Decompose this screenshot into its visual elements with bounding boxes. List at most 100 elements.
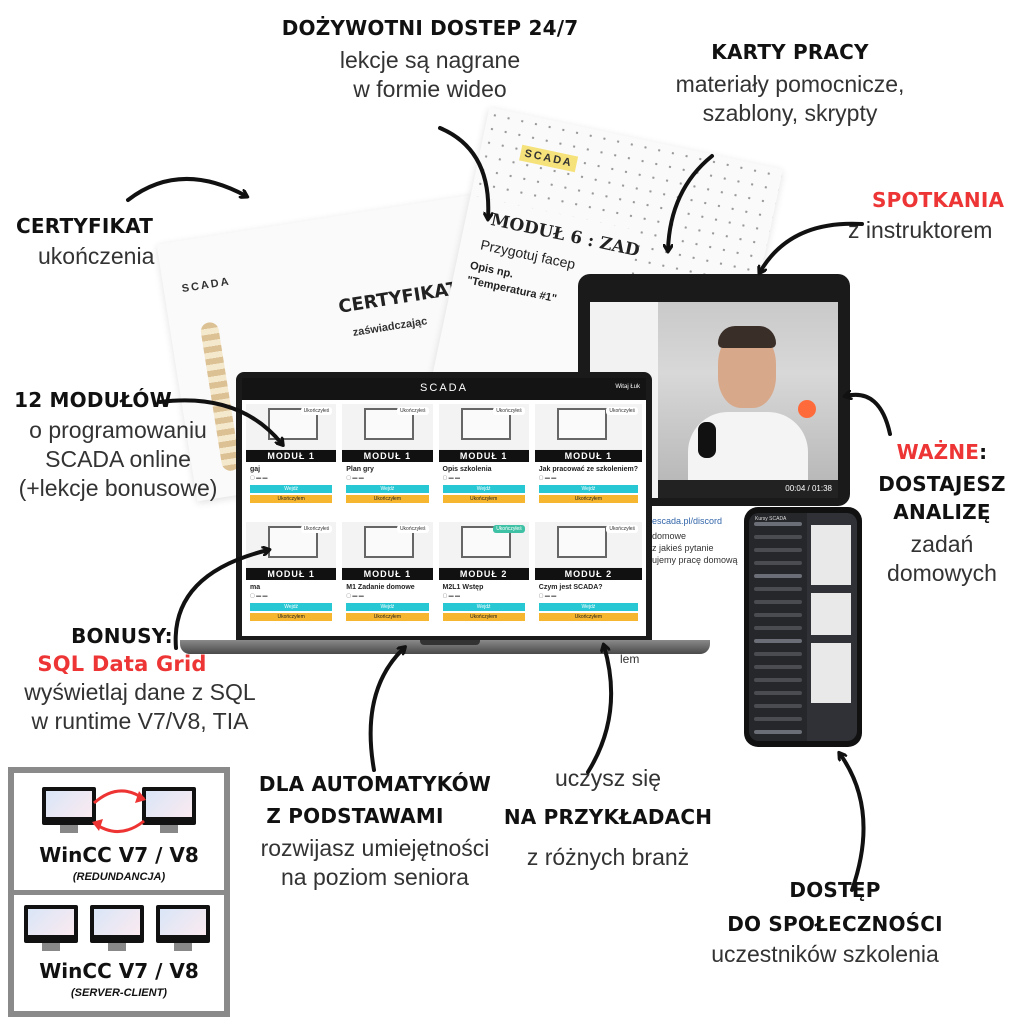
feature-lifetime: DOŻYWOTNI DOSTEP 24/7 lekcje są nagrane … xyxy=(280,16,580,104)
lesson-meta: ▢ ▬ ▬ xyxy=(538,593,557,599)
feature-worksheets-title: KARTY PRACY xyxy=(711,40,869,64)
lesson-title[interactable]: Opis szkolenia xyxy=(442,466,492,473)
feature-modules-title: 12 MODUŁÓW xyxy=(14,388,172,412)
wincc-serverclient-subtitle: (SERVER-CLIENT) xyxy=(71,987,167,999)
monitor-icon xyxy=(42,787,96,825)
enter-lesson-button[interactable]: Wejdź xyxy=(538,603,638,611)
feature-examples-line1: z różnych branż xyxy=(526,843,690,870)
lesson-title[interactable]: Czym jest SCADA? xyxy=(538,584,603,591)
feature-modules: 12 MODUŁÓW o programowaniu SCADA online … xyxy=(0,388,236,502)
feature-community-title2: DO SPOŁECZNOŚCI xyxy=(727,912,943,936)
lesson-title[interactable]: Plan gry xyxy=(346,466,374,473)
feature-automation-line1: rozwijasz umiejętności xyxy=(260,835,490,861)
discord-link[interactable]: jescada.pl/discord xyxy=(650,516,723,526)
mark-complete-button[interactable]: Ukończyłem xyxy=(250,613,333,621)
user-greeting[interactable]: Witaj Łuk xyxy=(615,384,640,390)
feature-automation-title1: DLA AUTOMATYKÓW xyxy=(258,772,492,796)
module-label: MODUŁ 1 xyxy=(534,450,642,462)
feature-important-title: WAŻNE: xyxy=(896,440,988,464)
server-name[interactable]: Kursy SCADA xyxy=(755,516,787,522)
feature-community-title1: DOSTĘP xyxy=(789,878,881,902)
feature-examples-title: NA PRZYKŁADACH xyxy=(503,804,713,829)
wincc-bonus-panel: WinCC V7 / V8 (REDUNDANCJA) WinCC V7 / V… xyxy=(8,767,230,1017)
lesson-thumbnail[interactable]: Ukończyłeś xyxy=(246,522,337,568)
monitor-icon xyxy=(556,408,607,440)
enter-lesson-button[interactable]: Wejdź xyxy=(442,603,525,611)
instructor-video[interactable] xyxy=(658,302,838,482)
feature-automation-title2: Z PODSTAWAMI xyxy=(266,804,444,828)
completed-badge: Ukończyłeś xyxy=(396,407,429,415)
feature-bonuses-line2: w runtime V7/V8, TIA xyxy=(31,707,249,734)
lesson-meta: ▢ ▬ ▬ xyxy=(442,593,461,599)
feature-important: WAŻNE: DOSTAJESZ ANALIZĘ zadań domowych xyxy=(862,440,1022,588)
mark-complete-button[interactable]: Ukończyłem xyxy=(346,495,429,503)
wincc-serverclient-box: WinCC V7 / V8 (SERVER-CLIENT) xyxy=(14,895,224,1011)
feature-important-line1: DOSTAJESZ xyxy=(878,472,1006,496)
tablet-device: 00:04 / 01:38 xyxy=(578,274,850,506)
chat-image xyxy=(811,593,851,635)
play-icon[interactable] xyxy=(798,400,816,418)
lesson-meta: ▢ ▬ ▬ xyxy=(250,475,268,481)
enter-lesson-button[interactable]: Wejdź xyxy=(346,485,429,493)
mark-complete-button[interactable]: Ukończyłem xyxy=(538,613,638,621)
mark-complete-button[interactable]: Ukończyłem xyxy=(346,613,429,621)
lesson-thumbnail[interactable]: Ukończyłeś xyxy=(246,404,337,450)
feature-modules-line2: SCADA online xyxy=(45,445,191,472)
monitor-icon xyxy=(156,905,210,943)
enter-lesson-button[interactable]: Wejdź xyxy=(538,485,638,493)
mark-complete-button[interactable]: Ukończyłem xyxy=(538,495,638,503)
feature-bonuses-line1: wyświetlaj dane z SQL xyxy=(24,679,256,705)
feature-worksheets-line1: materiały pomocnicze, xyxy=(675,71,905,97)
monitor-icon xyxy=(24,905,78,943)
course-brand[interactable]: SCADA xyxy=(420,382,468,394)
lesson-thumbnail[interactable]: Ukończyłeś xyxy=(438,404,529,450)
feature-certificate-title: CERTYFIKAT xyxy=(16,214,154,238)
certificate-logo: SCADA xyxy=(180,275,232,296)
feature-automation: DLA AUTOMATYKÓW Z PODSTAWAMI rozwijasz u… xyxy=(230,772,520,892)
module-label: MODUŁ 1 xyxy=(342,450,433,462)
completed-badge: Ukończyłeś xyxy=(493,407,525,415)
mark-complete-button[interactable]: Ukończyłem xyxy=(250,495,333,503)
lesson-title[interactable]: ma xyxy=(250,584,261,591)
lesson-thumbnail[interactable]: Ukończyłeś xyxy=(534,522,642,568)
monitor-icon xyxy=(90,905,144,943)
mark-complete-button[interactable]: Ukończyłem xyxy=(442,495,525,503)
feature-automation-line2: na poziom seniora xyxy=(281,863,469,890)
enter-lesson-button[interactable]: Wejdź xyxy=(250,485,333,493)
wincc-redundancy-box: WinCC V7 / V8 (REDUNDANCJA) xyxy=(14,773,224,890)
lesson-title[interactable]: M1 Zadanie domowe xyxy=(346,584,415,591)
lesson-thumbnail[interactable]: Ukończyłeś xyxy=(438,522,529,568)
module-label: MODUŁ 1 xyxy=(342,568,433,580)
lesson-title[interactable]: M2L1 Wstęp xyxy=(442,584,484,591)
redundancy-arrows-icon xyxy=(92,789,146,833)
feature-meetings-title: SPOTKANIA xyxy=(872,188,1005,212)
lesson-thumbnail[interactable]: Ukończyłeś xyxy=(342,522,433,568)
channel-list[interactable] xyxy=(749,513,807,741)
chat-messages[interactable] xyxy=(811,525,855,735)
wincc-redundancy-title: WinCC V7 / V8 xyxy=(39,843,199,867)
lesson-title[interactable]: gaj xyxy=(250,466,261,473)
module-label: MODUŁ 1 xyxy=(438,450,529,462)
feature-bonuses: BONUSY: SQL Data Grid wyświetlaj dane z … xyxy=(0,624,280,736)
video-timebar[interactable]: 00:04 / 01:38 xyxy=(658,480,838,498)
monitor-icon xyxy=(556,526,607,558)
lesson-thumbnail[interactable]: Ukończyłeś xyxy=(534,404,642,450)
mark-complete-button[interactable]: Ukończyłem xyxy=(442,613,525,621)
feature-lifetime-title: DOŻYWOTNI DOSTEP 24/7 xyxy=(281,16,579,40)
lesson-title[interactable]: Jak pracować ze szkoleniem? xyxy=(538,466,638,473)
enter-lesson-button[interactable]: Wejdź xyxy=(250,603,333,611)
lesson-thumbnail[interactable]: Ukończyłeś xyxy=(342,404,433,450)
enter-lesson-button[interactable]: Wejdź xyxy=(442,485,525,493)
module-label: MODUŁ 1 xyxy=(246,568,337,580)
enter-lesson-button[interactable]: Wejdź xyxy=(346,603,429,611)
